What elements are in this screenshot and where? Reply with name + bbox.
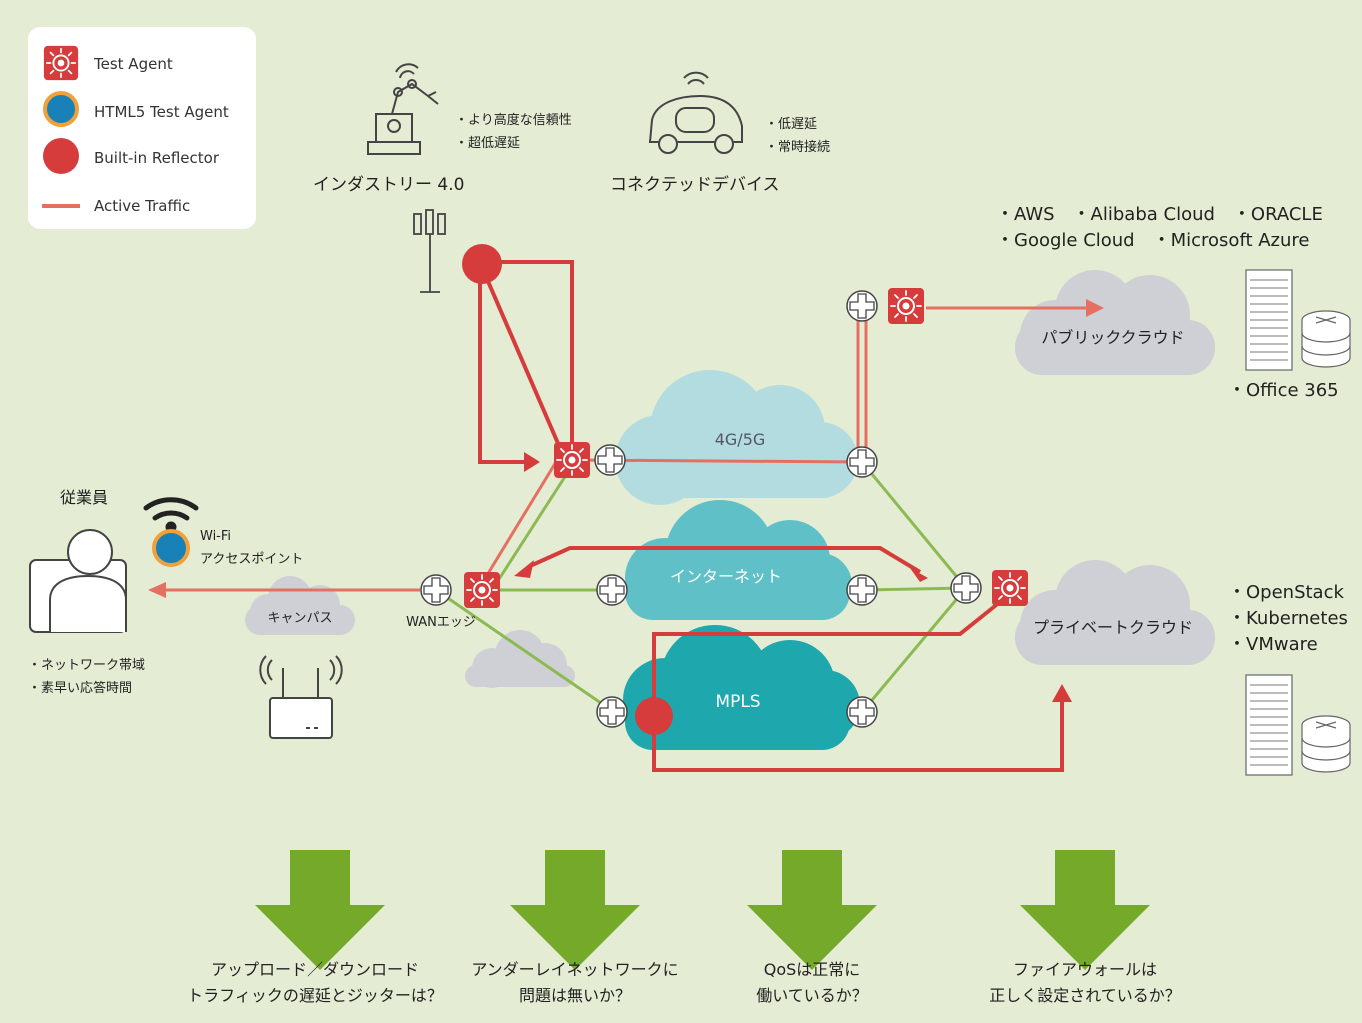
employee-title: 従業員 <box>60 488 108 507</box>
connected-car-icon <box>648 71 743 154</box>
public-office-365: ・Office 365 <box>1228 380 1339 401</box>
public-providers-line-2: ・Google Cloud ・Microsoft Azure <box>996 230 1310 251</box>
wifi-label-1: Wi-Fi <box>200 529 231 544</box>
industry-title: インダストリー 4.0 <box>313 175 464 195</box>
question-2-line-1: アンダーレイネットワークに <box>471 960 678 979</box>
connected-bullet-2: ・常時接続 <box>765 139 830 155</box>
question-4-line-2: 正しく設定されているか？ <box>989 986 1181 1005</box>
employee-bullet-2: ・素早い応答時間 <box>28 680 132 696</box>
industry-bullet-1: ・より高度な信頼性 <box>455 112 572 128</box>
employee-bullet-1: ・ネットワーク帯域 <box>28 658 145 673</box>
router-internet-right <box>846 574 878 606</box>
question-3-line-1: QoSは正常に <box>764 960 861 979</box>
industry-bullet-2: ・超低遅延 <box>455 136 520 151</box>
public-cloud-traffic-arrowhead <box>1086 299 1104 317</box>
html5-agent-icon <box>43 91 79 127</box>
question-4-line-1: ファイアウォールは <box>1013 960 1157 979</box>
private-item-3: ・VMware <box>1228 634 1318 655</box>
wifi-label-2: アクセスポイント <box>200 552 303 567</box>
router-public-cloud <box>846 290 878 322</box>
connected-title: コネクテッドデバイス <box>610 174 780 195</box>
router-private-cloud <box>950 572 982 604</box>
cell-tower-icon <box>413 209 446 293</box>
cloud-internet <box>625 500 852 620</box>
red-arrowhead-2 <box>514 560 534 578</box>
router-internet-left <box>596 574 628 606</box>
label-internet: インターネット <box>670 567 782 586</box>
label-campus: キャンパス <box>267 611 332 626</box>
label-wan-edge: WANエッジ <box>406 615 476 630</box>
tower-reflector <box>462 244 502 284</box>
router-mpls-left <box>596 696 628 728</box>
cloud-public <box>1015 270 1215 375</box>
reflector-icon <box>43 138 79 174</box>
html5-test-agent-wifi <box>152 529 190 567</box>
private-item-2: ・Kubernetes <box>1228 608 1348 629</box>
cloud-small-grey <box>465 630 575 688</box>
access-point-icon <box>259 655 343 739</box>
green-links <box>435 461 968 714</box>
label-4g: 4G/5G <box>715 430 766 449</box>
router-4g-right <box>846 446 878 478</box>
legend-html5-agent: HTML5 Test Agent <box>94 103 229 121</box>
active-traffic-links <box>160 306 1090 592</box>
legend-test-agent: Test Agent <box>93 55 173 73</box>
wifi-signal-icon <box>143 497 199 533</box>
cloud-campus <box>245 576 355 635</box>
employee-icon <box>29 529 127 633</box>
legend: Test Agent HTML5 Test Agent Built-in Ref… <box>28 27 256 229</box>
test-agent-public-cloud <box>887 287 925 325</box>
mpls-reflector <box>635 697 673 735</box>
test-agent-private-cloud <box>991 569 1029 607</box>
test-agent-4g <box>553 441 591 479</box>
label-public-cloud: パブリッククラウド <box>1041 328 1184 347</box>
router-mpls-right <box>846 696 878 728</box>
question-3-line-2: 働いているか？ <box>756 986 868 1005</box>
public-providers-line-1: ・AWS ・Alibaba Cloud ・ORACLE <box>996 204 1323 225</box>
robot-arm-icon <box>367 63 439 155</box>
cloud-private <box>1015 560 1215 665</box>
label-private-cloud: プライベートクラウド <box>1033 618 1193 637</box>
legend-reflector: Built-in Reflector <box>94 149 220 167</box>
router-4g-left <box>594 444 626 476</box>
private-item-1: ・OpenStack <box>1228 582 1344 603</box>
label-mpls: MPLS <box>715 692 760 712</box>
router-wan-edge <box>420 574 452 606</box>
connected-bullet-1: ・低遅延 <box>765 117 817 132</box>
test-agent-icon <box>42 44 80 82</box>
red-arrowhead-1 <box>524 452 540 472</box>
employee-traffic-arrowhead <box>148 582 166 598</box>
test-agent-wan-edge <box>463 571 501 609</box>
question-1-line-2: トラフィックの遅延とジッターは？ <box>187 986 443 1005</box>
question-2-line-2: 問題は無いか？ <box>519 986 631 1005</box>
cloud-mpls <box>623 625 860 750</box>
question-1-line-1: アップロード／ダウンロード <box>211 960 419 979</box>
legend-active-traffic: Active Traffic <box>94 197 190 215</box>
red-arrowhead-3 <box>910 568 928 582</box>
red-arrowhead-4 <box>1052 684 1072 702</box>
